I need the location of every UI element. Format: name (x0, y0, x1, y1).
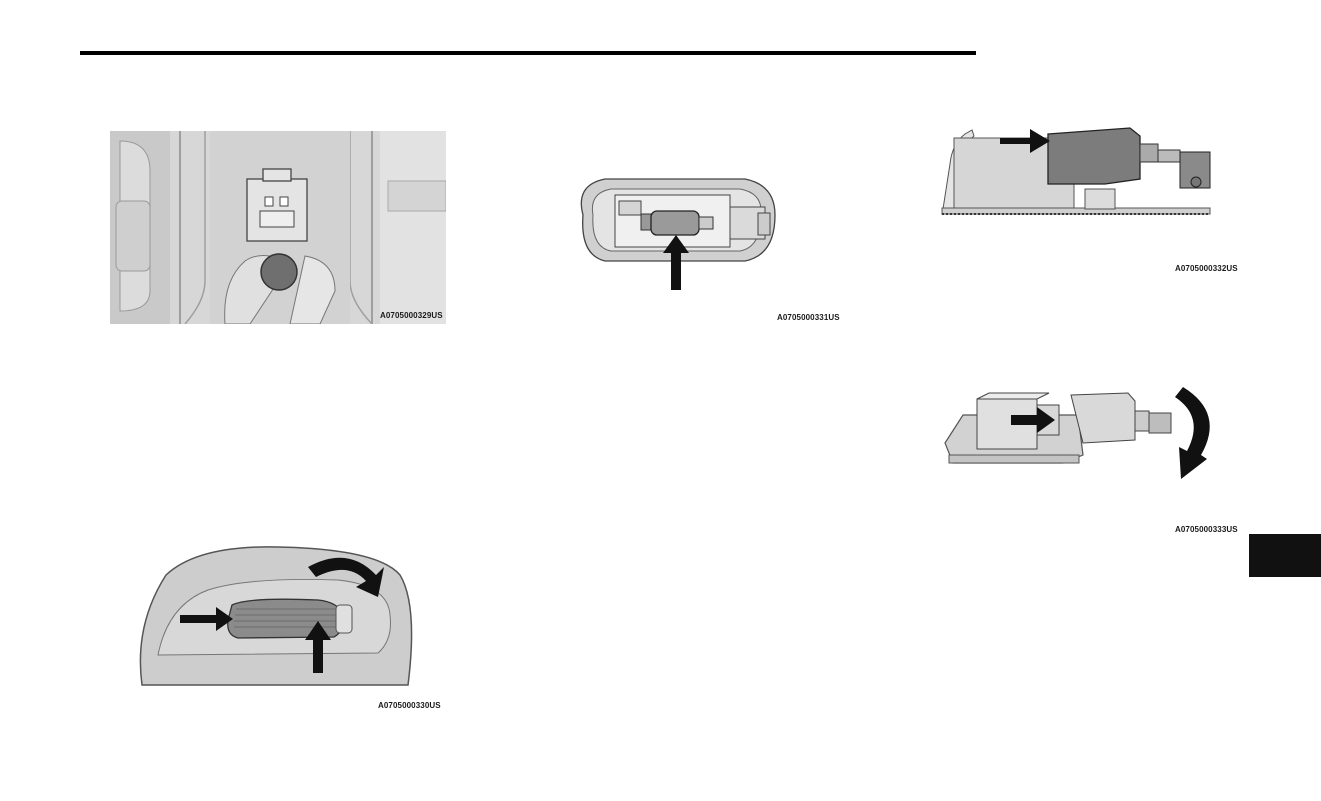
lamp-lens-illustration (138, 545, 414, 690)
figure-code: A0705000331US (777, 313, 840, 322)
lamp-rotate-illustration (943, 385, 1228, 485)
lamp-housing-illustration (575, 175, 785, 293)
header-rule (80, 51, 976, 55)
bulb-socket-illustration (110, 131, 446, 324)
figure-code: A0705000330US (378, 701, 441, 710)
figure-socket-removal: A0705000332US (940, 124, 1215, 219)
figure-code: A0705000333US (1175, 525, 1238, 534)
figure-bulb-replacement: A0705000331US (575, 175, 785, 293)
figure-code: A0705000332US (1175, 264, 1238, 273)
figure-bulb-rotate: A0705000333US (943, 385, 1228, 485)
figure-code: A0705000329US (380, 311, 443, 320)
figure-bulb-socket: A0705000329US (110, 131, 446, 324)
figure-lamp-lens-removal: A0705000330US (138, 545, 414, 690)
socket-side-illustration (940, 124, 1215, 219)
chapter-tab (1249, 534, 1321, 577)
